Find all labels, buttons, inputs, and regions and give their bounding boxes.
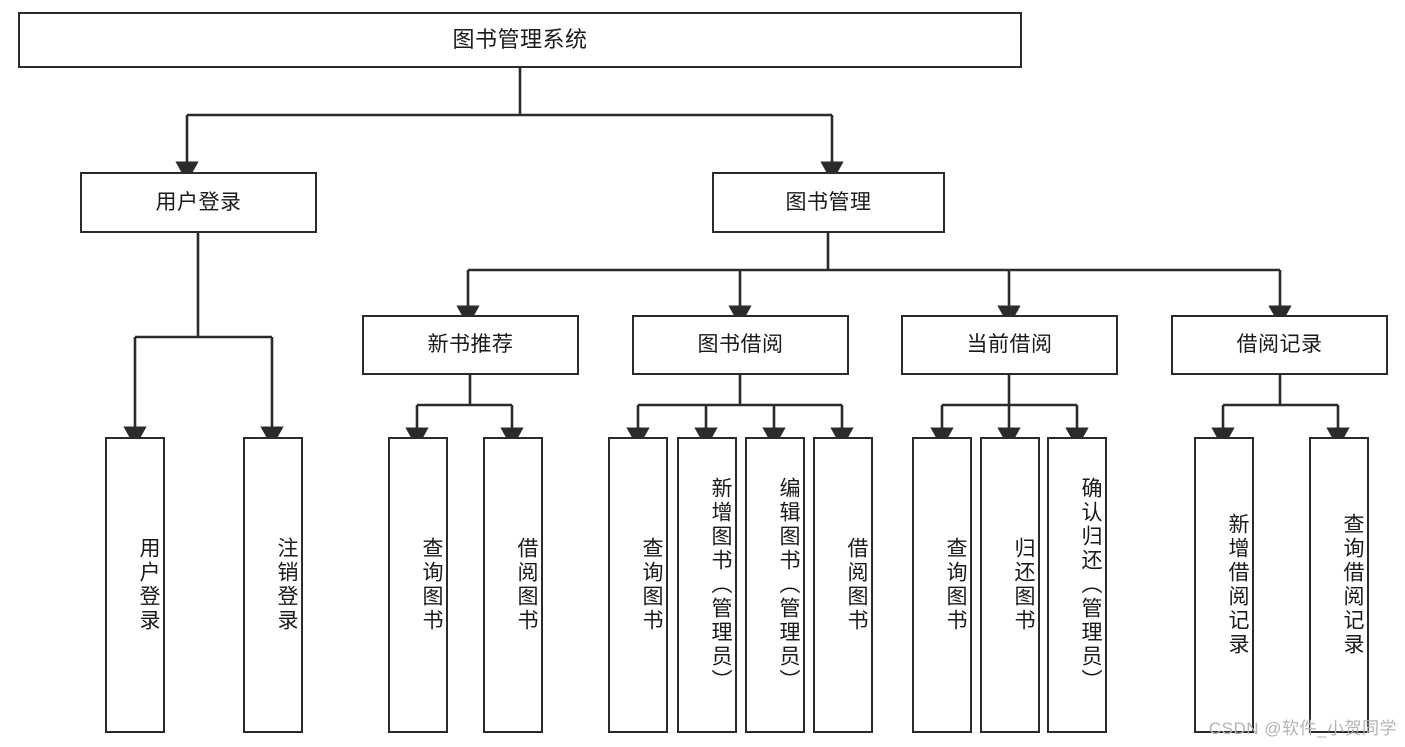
node-label: 借阅图书 — [515, 537, 538, 633]
node-label: 新增图书（管理员） — [709, 477, 732, 693]
node-label: 当前借阅 — [966, 333, 1053, 357]
node-label: 图书管理 — [785, 190, 872, 214]
node-label: 编辑图书（管理员） — [777, 477, 800, 693]
leaf-confirm-return-admin[interactable]: 确认归还（管理员） — [1047, 437, 1107, 733]
leaf-add-book-admin[interactable]: 新增图书（管理员） — [677, 437, 737, 733]
node-label: 查询图书 — [944, 537, 967, 633]
leaf-query-book-borrow[interactable]: 查询图书 — [608, 437, 668, 733]
node-book-management[interactable]: 图书管理 — [712, 172, 945, 233]
leaf-add-borrow-record[interactable]: 新增借阅记录 — [1194, 437, 1254, 733]
node-label: 新增借阅记录 — [1226, 513, 1249, 657]
leaf-user-login[interactable]: 用户登录 — [105, 437, 165, 733]
node-label: 归还图书 — [1012, 537, 1035, 633]
node-label: 借阅图书 — [845, 537, 868, 633]
leaf-edit-book-admin[interactable]: 编辑图书（管理员） — [745, 437, 805, 733]
node-label: 借阅记录 — [1236, 333, 1323, 357]
node-label: 新书推荐 — [427, 333, 514, 357]
node-label: 图书管理系统 — [452, 26, 588, 52]
node-label: 用户登录 — [155, 190, 242, 214]
node-label: 确认归还（管理员） — [1079, 477, 1102, 693]
node-label: 查询图书 — [420, 537, 443, 633]
leaf-query-borrow-record[interactable]: 查询借阅记录 — [1309, 437, 1369, 733]
node-borrow-record[interactable]: 借阅记录 — [1171, 315, 1388, 375]
node-label: 查询图书 — [640, 537, 663, 633]
node-root-book-management-system[interactable]: 图书管理系统 — [18, 12, 1022, 68]
node-label: 图书借阅 — [697, 333, 784, 357]
leaf-query-book-current[interactable]: 查询图书 — [912, 437, 972, 733]
leaf-return-book[interactable]: 归还图书 — [980, 437, 1040, 733]
leaf-query-book-recommend[interactable]: 查询图书 — [388, 437, 448, 733]
node-current-borrow[interactable]: 当前借阅 — [901, 315, 1118, 375]
node-label: 注销登录 — [275, 537, 298, 633]
node-new-book-recommend[interactable]: 新书推荐 — [362, 315, 579, 375]
node-book-borrow[interactable]: 图书借阅 — [632, 315, 849, 375]
leaf-logout-login[interactable]: 注销登录 — [243, 437, 303, 733]
node-label: 用户登录 — [137, 537, 160, 633]
leaf-borrow-book-recommend[interactable]: 借阅图书 — [483, 437, 543, 733]
watermark-text: CSDN @软件_小贺同学 — [1208, 719, 1397, 738]
node-label: 查询借阅记录 — [1341, 513, 1364, 657]
leaf-borrow-book[interactable]: 借阅图书 — [813, 437, 873, 733]
node-user-login[interactable]: 用户登录 — [80, 172, 317, 233]
